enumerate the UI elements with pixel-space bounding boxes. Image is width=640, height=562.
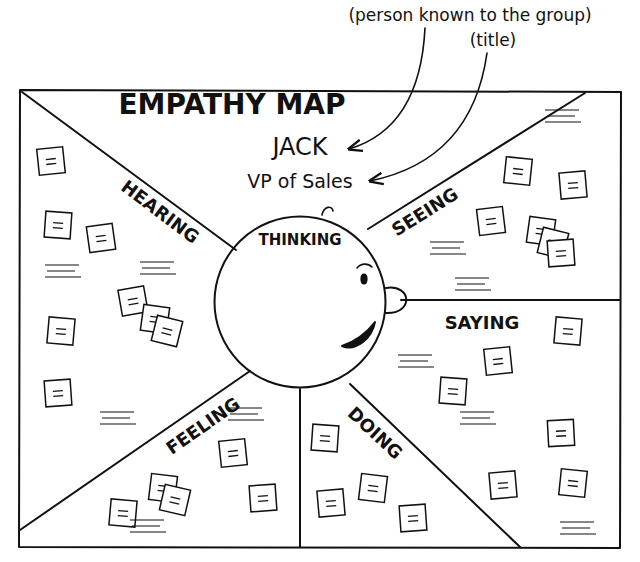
- eye: [361, 275, 366, 284]
- head-circle: THINKING: [213, 215, 387, 389]
- person-name: JACK: [272, 134, 327, 160]
- scribble: [430, 242, 466, 254]
- sticky-note: [489, 471, 517, 499]
- sticky-note: [311, 424, 339, 452]
- frame: [19, 90, 621, 548]
- sticky-note: [359, 474, 388, 503]
- leader-arrow: [349, 28, 425, 149]
- sticky-note: [109, 499, 137, 527]
- quadrant-label: DOING: [344, 403, 406, 463]
- divider: [401, 299, 620, 301]
- scribble: [100, 412, 136, 424]
- sticky-note: [547, 239, 575, 267]
- node-text: THINKING: [259, 231, 342, 249]
- sticky-note: [86, 223, 115, 252]
- divider: [299, 389, 301, 547]
- map-title: EMPATHY MAP: [118, 90, 345, 121]
- quadrant-label: HEARING: [117, 177, 202, 248]
- leader-arrow: [370, 53, 487, 181]
- sticky-note: [249, 484, 277, 512]
- quadrant-label: SAYING: [445, 313, 520, 333]
- sticky-note: [547, 419, 574, 446]
- divider: [20, 371, 250, 530]
- sticky-note: [559, 171, 587, 199]
- sticky-note: [44, 211, 72, 239]
- sticky-note: [477, 207, 506, 236]
- brow: [357, 264, 372, 268]
- sticky-note: [151, 315, 183, 347]
- sticky-note: [504, 157, 533, 186]
- scribble: [560, 522, 596, 534]
- sticky-note: [399, 504, 427, 532]
- divider: [350, 384, 520, 547]
- hair: [322, 207, 333, 215]
- scribble: [545, 110, 581, 122]
- sticky-note: [44, 379, 72, 407]
- person-title: VP of Sales: [247, 171, 352, 192]
- annotation-note: (title): [470, 31, 517, 50]
- annotation-note: (person known to the group): [348, 6, 591, 25]
- sticky-note: [219, 439, 248, 468]
- scribble: [130, 520, 166, 532]
- smile: [342, 322, 375, 347]
- sticky-note: [439, 377, 467, 405]
- scribble: [45, 265, 81, 277]
- sticky-note: [159, 484, 190, 515]
- scribble: [455, 278, 491, 290]
- scribble: [398, 355, 434, 367]
- scribble: [460, 412, 496, 424]
- sticky-note: [47, 317, 75, 345]
- sticky-note: [37, 147, 66, 176]
- sticky-note: [317, 489, 345, 517]
- nose: [386, 288, 406, 313]
- sticky-note: [554, 317, 582, 345]
- sticky-note: [484, 347, 513, 376]
- sticky-note: [559, 469, 588, 498]
- scribble: [140, 262, 176, 274]
